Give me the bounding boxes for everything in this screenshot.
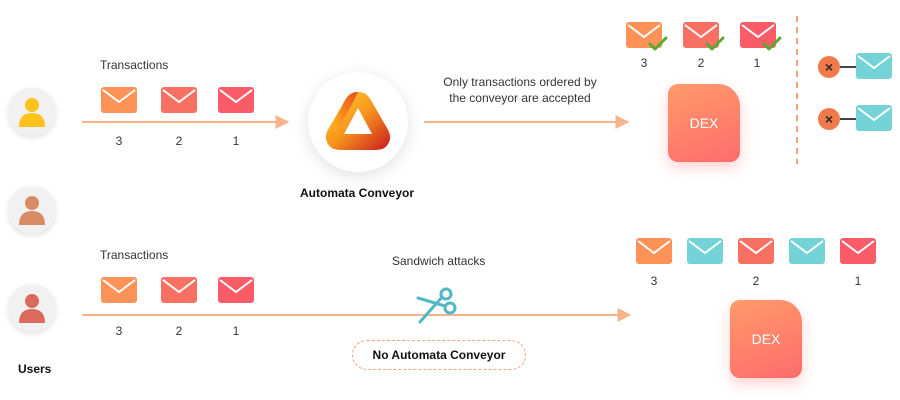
- envelope-icon: [738, 238, 774, 264]
- envelope-icon: [683, 22, 719, 48]
- result-number: 1: [854, 274, 862, 288]
- dex-label: DEX: [751, 331, 781, 347]
- user-avatar-red: [8, 284, 56, 332]
- accepted-text: Only transactions ordered by the conveyo…: [430, 74, 610, 106]
- ordered-number: 2: [697, 56, 705, 70]
- scissors-icon: [416, 287, 457, 324]
- blocked-icon: ×: [818, 108, 840, 130]
- result-number: 3: [650, 274, 658, 288]
- conveyor-label: Automata Conveyor: [300, 186, 415, 200]
- automata-logo-icon: [325, 92, 391, 150]
- envelope-icon: [840, 238, 876, 264]
- user-icon: [19, 196, 45, 225]
- envelope-icon: [101, 277, 137, 303]
- bottom-order-number: 1: [232, 324, 240, 338]
- blocked-link: [840, 118, 858, 120]
- envelope-icon: [636, 238, 672, 264]
- blocked-link: [840, 66, 858, 68]
- envelope-icon: [218, 277, 254, 303]
- envelope-icon: [218, 87, 254, 113]
- check-icon: [648, 36, 668, 51]
- user-icon: [19, 294, 45, 323]
- envelope-icon: [161, 87, 197, 113]
- sandwich-attack-label: Sandwich attacks: [392, 254, 486, 268]
- bottom-transactions-label: Transactions: [100, 248, 169, 262]
- check-icon: [762, 36, 782, 51]
- dex-box-bottom: DEX: [730, 300, 802, 378]
- top-order-number: 2: [175, 134, 183, 148]
- blocked-icon: ×: [818, 56, 840, 78]
- envelope-icon: [856, 53, 892, 79]
- user-icon: [19, 98, 45, 127]
- envelope-icon: [789, 238, 825, 264]
- result-number: 2: [752, 274, 760, 288]
- envelope-icon: [626, 22, 662, 48]
- top-order-number: 3: [115, 134, 123, 148]
- top-order-number: 1: [232, 134, 240, 148]
- accepted-text-line2: the conveyor are accepted: [449, 91, 591, 105]
- envelope-icon: [687, 238, 723, 264]
- envelope-icon: [856, 105, 892, 131]
- top-transactions-label: Transactions: [100, 58, 169, 72]
- ordered-number: 1: [753, 56, 761, 70]
- dex-box-top: DEX: [668, 84, 740, 162]
- no-conveyor-label: No Automata Conveyor: [372, 348, 506, 362]
- dex-label: DEX: [689, 115, 719, 131]
- bottom-order-number: 2: [175, 324, 183, 338]
- check-icon: [705, 36, 725, 51]
- envelope-icon: [740, 22, 776, 48]
- ordered-number: 3: [640, 56, 648, 70]
- user-avatar-tan: [8, 186, 56, 234]
- accepted-text-line1: Only transactions ordered by: [443, 75, 597, 89]
- envelope-icon: [161, 277, 197, 303]
- bottom-order-number: 3: [115, 324, 123, 338]
- envelope-icon: [101, 87, 137, 113]
- users-label: Users: [18, 362, 52, 376]
- automata-conveyor-node: [308, 72, 408, 172]
- user-avatar-yellow: [8, 88, 56, 136]
- no-conveyor-pill: No Automata Conveyor: [352, 340, 526, 370]
